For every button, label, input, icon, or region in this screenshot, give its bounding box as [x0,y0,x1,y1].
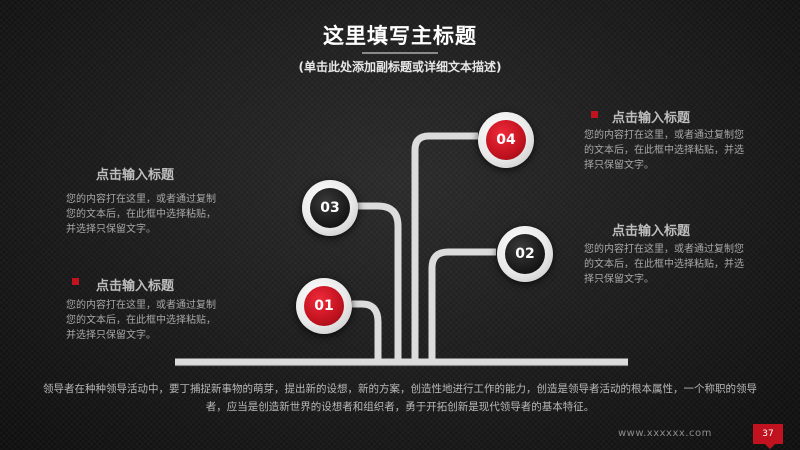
left-heading-1: 点击输入标题 [96,168,175,183]
node-02: 02 [497,226,553,282]
bottom-paragraph: 领导者在种种领导活动中，要丁捕捉新事物的萌芽，提出新的设想，新的方案，创造性地进… [43,383,757,413]
node-01: 01 [296,278,352,334]
page-title: 这里填写主标题 [323,24,477,48]
node-03-label: 03 [310,188,350,228]
left-text-2: 您的内容打在这里，或者通过复制您的文本后，在此框中选择粘贴，并选择只保留文字。 [66,300,216,341]
node-04: 04 [478,112,534,168]
page-number-badge: 37 [753,424,783,449]
right-heading-2: 点击输入标题 [612,224,691,239]
bullet-icon [591,111,598,118]
right-text-1: 您的内容打在这里，或者通过复制您的文本后，在此框中选择粘贴，并选择只保留文字。 [584,130,744,171]
node-02-label: 02 [505,234,545,274]
trunk-04-line [411,132,478,362]
trunk-03-line [356,202,402,362]
footer-url[interactable]: www.xxxxxx.com [618,428,712,439]
node-04-label: 04 [486,120,526,160]
node-01-label: 01 [304,286,344,326]
left-text-1: 您的内容打在这里，或者通过复制您的文本后，在此框中选择粘贴，并选择只保留文字。 [66,194,216,235]
left-heading-2: 点击输入标题 [96,279,175,294]
bullet-icon [72,278,79,285]
right-text-2: 您的内容打在这里，或者通过复制您的文本后，在此框中选择粘贴，并选择只保留文字。 [584,244,744,285]
page-subtitle: (单击此处添加副标题或详细文本描述) [298,60,502,74]
trunk-01-line [352,300,382,362]
title-divider [362,52,438,54]
right-heading-1: 点击输入标题 [612,111,691,126]
trunk-02-line [428,248,496,362]
node-03: 03 [302,180,358,236]
